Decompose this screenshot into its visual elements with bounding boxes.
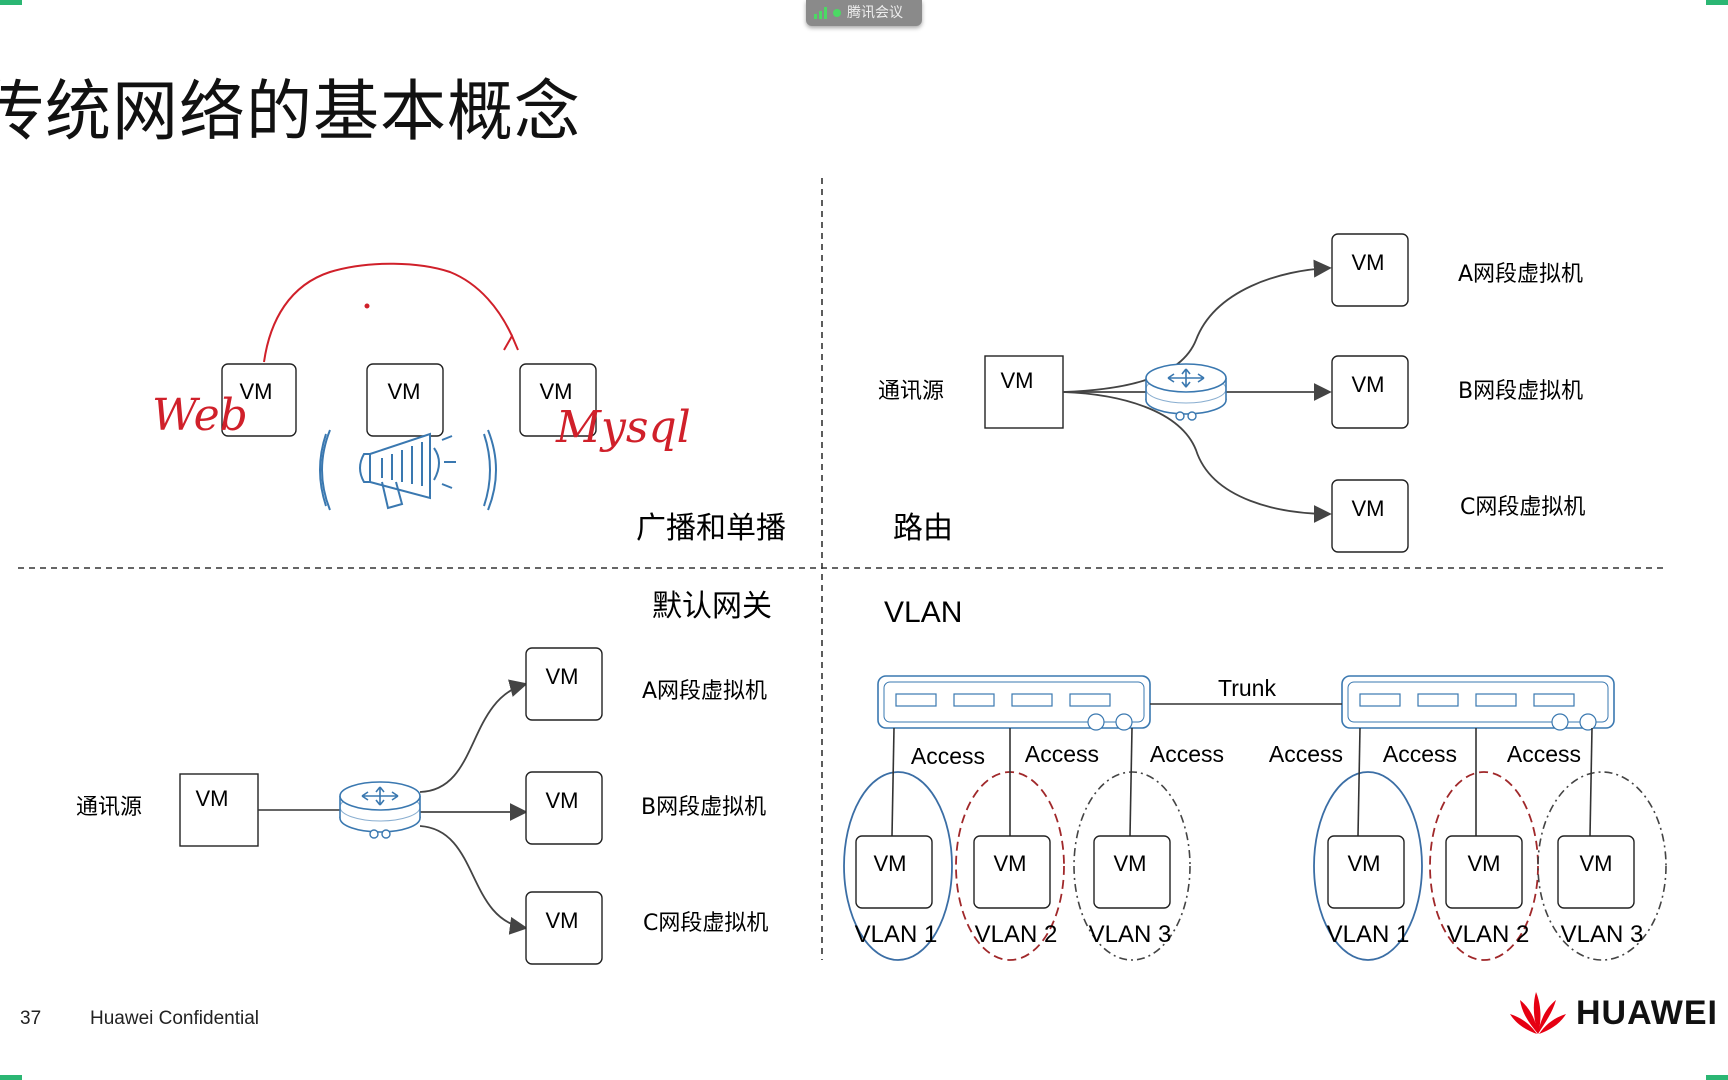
confidential-label: Huawei Confidential xyxy=(90,1008,259,1029)
huawei-petal-icon xyxy=(1510,992,1566,1034)
switch-icon xyxy=(877,675,1151,731)
vm-box xyxy=(1331,233,1409,307)
vm-box xyxy=(1327,835,1405,909)
vm-label: VM xyxy=(546,788,579,813)
vm-box xyxy=(973,835,1051,909)
vm-label: VM xyxy=(1352,250,1385,275)
vlan-label: VLAN 1 xyxy=(855,921,938,948)
vm-label: VM xyxy=(546,664,579,689)
vm-label: VM xyxy=(1114,851,1147,876)
vm-label: VM xyxy=(994,851,1027,876)
segment-label: A网段虚拟机 xyxy=(642,679,767,704)
vlan3-group xyxy=(1073,771,1191,961)
vm-box xyxy=(1093,835,1171,909)
vm-label: VM xyxy=(1348,851,1381,876)
router-icon xyxy=(339,781,421,839)
access-label: Access xyxy=(1507,741,1581,767)
segment-label: B网段虚拟机 xyxy=(641,795,766,820)
vlan-label: VLAN 2 xyxy=(975,921,1058,948)
huawei-logo: HUAWEI xyxy=(1508,990,1718,1036)
vlan-label: VLAN 2 xyxy=(1447,921,1530,948)
vlan2-group xyxy=(1429,771,1539,961)
page-number: 37 xyxy=(20,1008,42,1029)
vm-box xyxy=(366,363,444,437)
corner-mark xyxy=(0,1075,22,1080)
meeting-label: 腾讯会议 xyxy=(847,5,903,21)
vm-box xyxy=(855,835,933,909)
source-vm-box xyxy=(984,355,1064,429)
vlan1-group xyxy=(843,771,953,961)
gateway-quadrant: 默认网关 通讯源 VM VM VM VM A网段虚拟机 B网段虚拟机 C网段虚拟… xyxy=(76,589,772,965)
vm-box xyxy=(525,891,603,965)
meeting-status-pill[interactable]: 腾讯会议 xyxy=(806,0,922,26)
vlan-label: VLAN 3 xyxy=(1089,921,1172,948)
corner-mark xyxy=(1706,0,1728,5)
vm-box xyxy=(1445,835,1523,909)
megaphone-icon xyxy=(319,429,497,511)
vlan1-group xyxy=(1313,771,1423,961)
vlan-label: VLAN 3 xyxy=(1561,921,1644,948)
vm-label: VM xyxy=(540,379,573,404)
segment-label: C网段虚拟机 xyxy=(643,911,768,936)
routing-quadrant: 通讯源 VM VM VM VM A网段虚拟机 B网段虚拟机 C网段虚拟机 路由 xyxy=(878,233,1585,553)
gateway-caption: 默认网关 xyxy=(652,589,772,624)
access-label: Access xyxy=(1025,741,1099,767)
routing-caption: 路由 xyxy=(893,511,953,546)
vm-box xyxy=(1557,835,1635,909)
access-label: Access xyxy=(1383,741,1457,767)
vlan3-group xyxy=(1537,771,1667,961)
trunk-label: Trunk xyxy=(1218,675,1276,701)
source-label: 通讯源 xyxy=(878,379,944,404)
broadcast-caption: 广播和单播 xyxy=(636,511,786,546)
source-label: 通讯源 xyxy=(76,795,142,820)
slide-title: 传统网络的基本概念 xyxy=(0,73,581,150)
vm-box xyxy=(1331,355,1409,429)
vm-box xyxy=(221,363,297,437)
recording-dot-icon xyxy=(833,9,841,17)
handwriting-web: Web xyxy=(152,390,248,441)
signal-icon xyxy=(814,7,827,19)
vm-label: VM xyxy=(240,379,273,404)
corner-mark xyxy=(0,0,22,5)
access-label: Access xyxy=(1269,741,1343,767)
vm-label: VM xyxy=(388,379,421,404)
vlan-quadrant: VLAN Trunk VM VM VM VLAN 1 VLAN 2 VLAN 3… xyxy=(843,596,1667,961)
vm-box xyxy=(519,363,597,437)
vlan-caption: VLAN xyxy=(884,596,962,629)
access-label: Access xyxy=(1150,741,1224,767)
segment-label: A网段虚拟机 xyxy=(1458,262,1583,287)
vm-label: VM xyxy=(1352,496,1385,521)
vm-label: VM xyxy=(1580,851,1613,876)
segment-label: C网段虚拟机 xyxy=(1460,495,1585,520)
vm-label: VM xyxy=(546,908,579,933)
vm-label: VM xyxy=(874,851,907,876)
source-vm-box xyxy=(179,773,259,847)
brand-text: HUAWEI xyxy=(1576,993,1718,1032)
handwriting-annotation xyxy=(263,262,519,363)
corner-mark xyxy=(1706,1075,1728,1080)
access-label: Access xyxy=(911,743,985,769)
vm-box xyxy=(525,647,603,721)
vm-label: VM xyxy=(196,786,229,811)
vm-label: VM xyxy=(1468,851,1501,876)
switch-icon xyxy=(1341,675,1615,731)
broadcast-quadrant: VM VM VM Web Mysql 广播和单播 xyxy=(152,262,786,546)
vlan-label: VLAN 1 xyxy=(1327,921,1410,948)
vm-box xyxy=(1331,479,1409,553)
vm-label: VM xyxy=(1001,368,1034,393)
vm-label: VM xyxy=(1352,372,1385,397)
handwriting-mysql: Mysql xyxy=(555,402,691,453)
segment-label: B网段虚拟机 xyxy=(1458,379,1583,404)
vm-box xyxy=(525,771,603,845)
